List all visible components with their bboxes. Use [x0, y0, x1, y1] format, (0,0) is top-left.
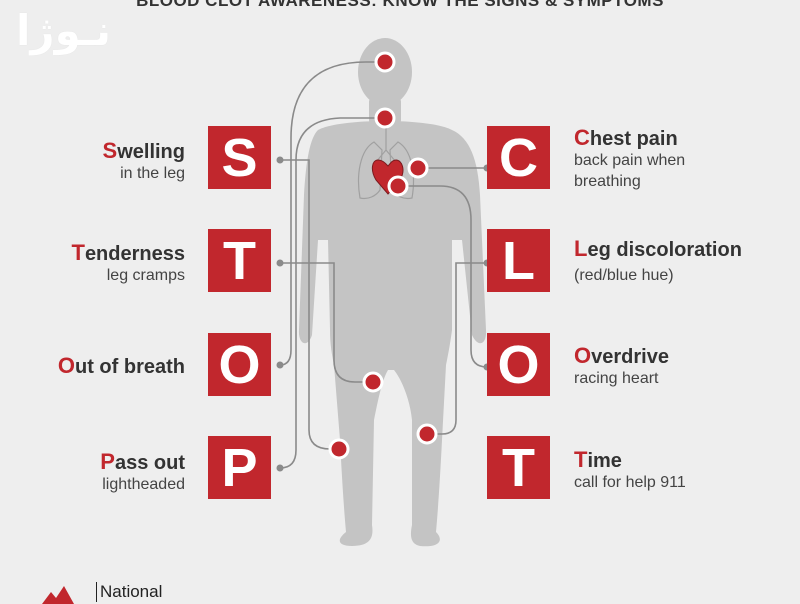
tile-letter-o-right: O — [487, 333, 550, 396]
tile-letter-t-right: T — [487, 436, 550, 499]
tile-letter-t: T — [208, 229, 271, 292]
tile-letter-c: C — [487, 126, 550, 189]
watermark-logo: نـوژا — [16, 6, 112, 55]
symptom-out-of-breath: Out of breath — [57, 353, 185, 379]
symptom-leg-discoloration: Leg discoloration (red/blue hue) — [574, 236, 742, 285]
symptom-tenderness: Tenderness leg cramps — [71, 240, 185, 285]
tile-letter-p: P — [208, 436, 271, 499]
clot-markers — [328, 51, 438, 460]
organization-name: National — [96, 582, 162, 602]
symptom-swelling: Swelling in the leg — [102, 138, 185, 183]
symptom-pass-out: Pass out lightheaded — [100, 449, 185, 494]
tile-letter-s: S — [208, 126, 271, 189]
symptom-chest-pain: Chest pain back pain when breathing — [574, 125, 686, 191]
infographic-title: BLOOD CLOT AWARENESS: KNOW THE SIGNS & S… — [136, 0, 664, 10]
tile-letter-l: L — [487, 229, 550, 292]
organization-logo-icon — [42, 586, 74, 604]
symptom-overdrive: Overdrive racing heart — [574, 343, 669, 388]
tile-letter-o: O — [208, 333, 271, 396]
symptom-time: Time call for help 911 — [574, 447, 686, 492]
heart-icon — [371, 159, 404, 195]
